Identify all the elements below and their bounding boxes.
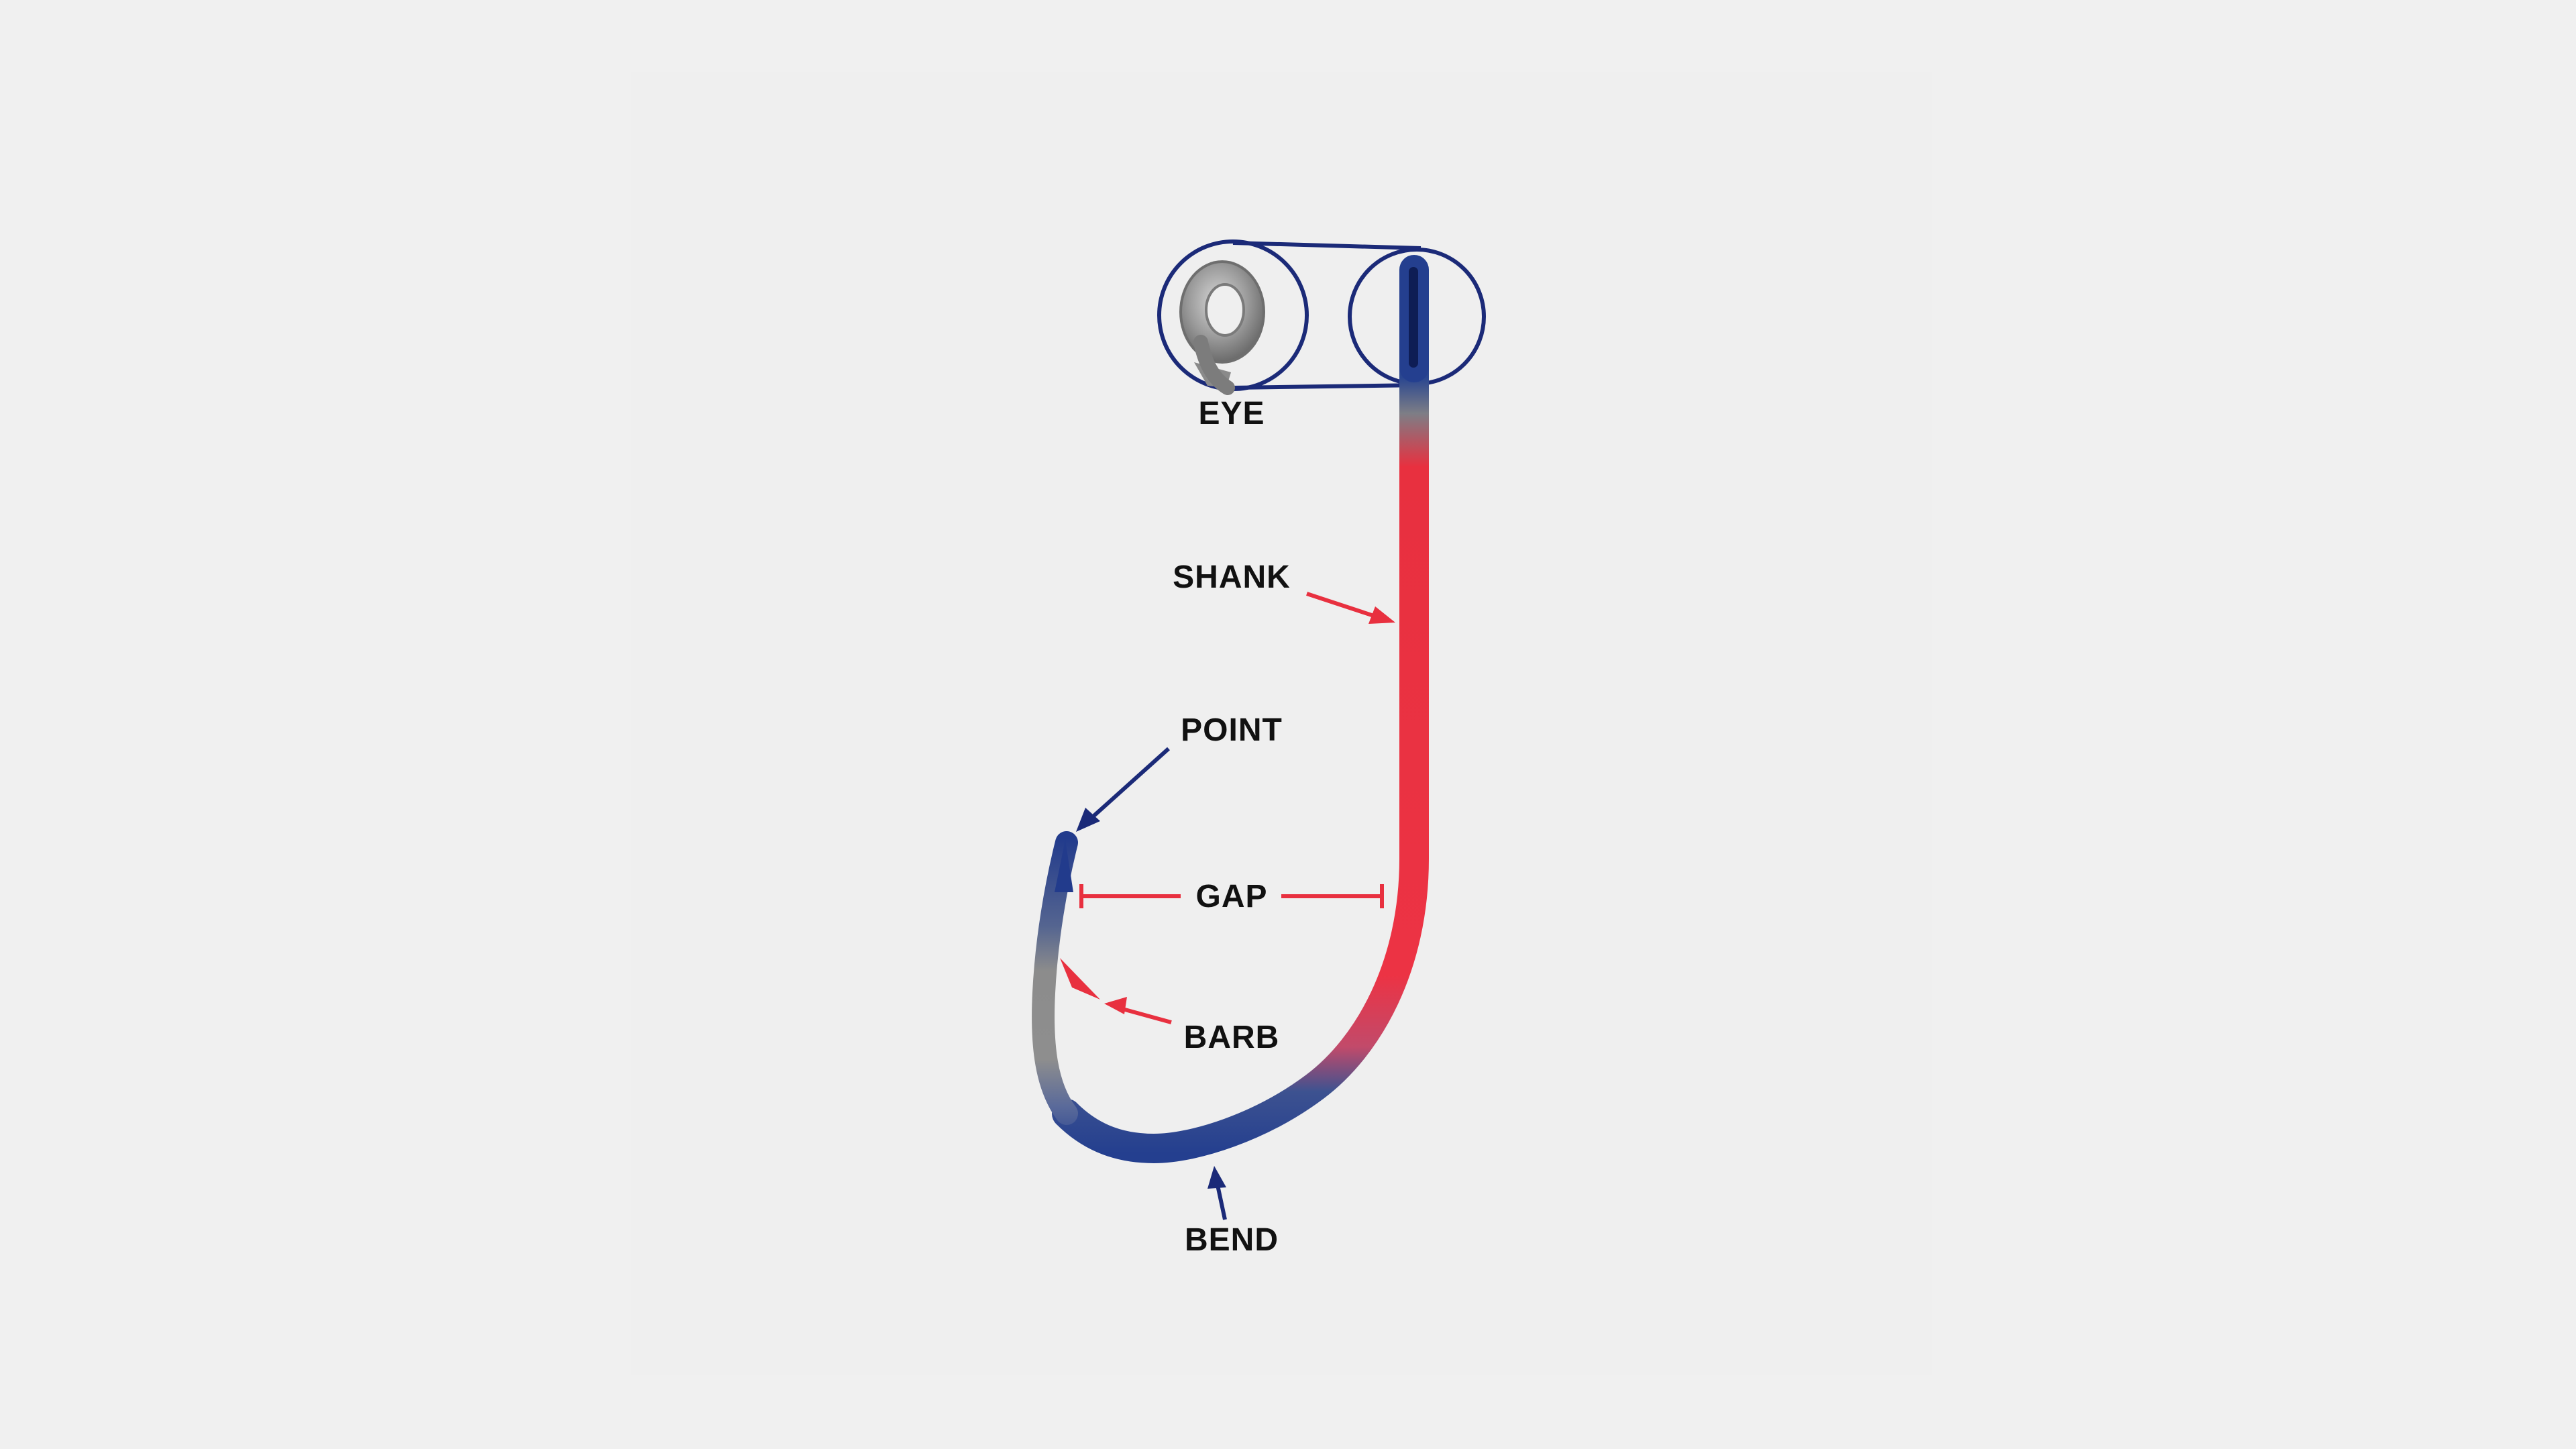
label-shank: SHANK — [1173, 559, 1291, 595]
backdrop-panel — [631, 72, 1932, 1375]
point-arrowhead — [1076, 808, 1100, 832]
hook-body — [1032, 255, 1429, 1164]
annotation-arrows — [1076, 592, 1395, 1220]
eye-closeup-icon — [1179, 260, 1265, 395]
label-bend: BEND — [1185, 1222, 1279, 1258]
label-gap: GAP — [1195, 879, 1267, 914]
hook-point — [1055, 840, 1073, 892]
barb-arrowhead — [1104, 997, 1127, 1014]
label-point: POINT — [1181, 712, 1283, 748]
hook-shank-bend — [1052, 255, 1429, 1164]
label-eye: EYE — [1198, 396, 1265, 431]
label-barb: BARB — [1184, 1020, 1280, 1055]
hook-barb — [1060, 958, 1100, 1000]
bend-arrowhead — [1208, 1166, 1226, 1189]
part-labels: EYE SHANK POINT GAP BARB BEND — [1173, 396, 1291, 1258]
shank-arrowhead — [1368, 606, 1395, 624]
